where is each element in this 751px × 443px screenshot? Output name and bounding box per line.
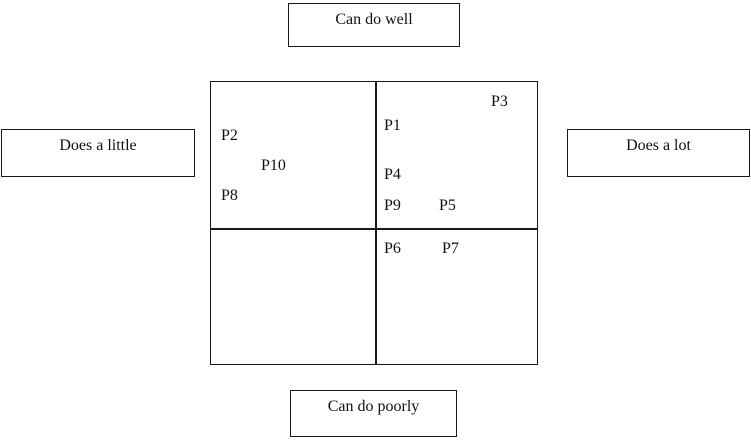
matrix-horizontal-divider <box>210 228 538 230</box>
axis-label-bottom-text: Can do poorly <box>327 398 420 415</box>
axis-label-bottom: Can do poorly <box>290 390 457 437</box>
matrix-vertical-divider <box>375 81 377 365</box>
axis-label-left-text: Does a little <box>59 137 137 154</box>
axis-label-right: Does a lot <box>567 129 750 177</box>
axis-label-top-text: Can do well <box>335 11 413 28</box>
axis-label-right-text: Does a lot <box>626 137 691 154</box>
axis-label-top: Can do well <box>288 3 460 47</box>
axis-label-left: Does a little <box>1 129 195 177</box>
matrix-outline <box>210 81 538 365</box>
